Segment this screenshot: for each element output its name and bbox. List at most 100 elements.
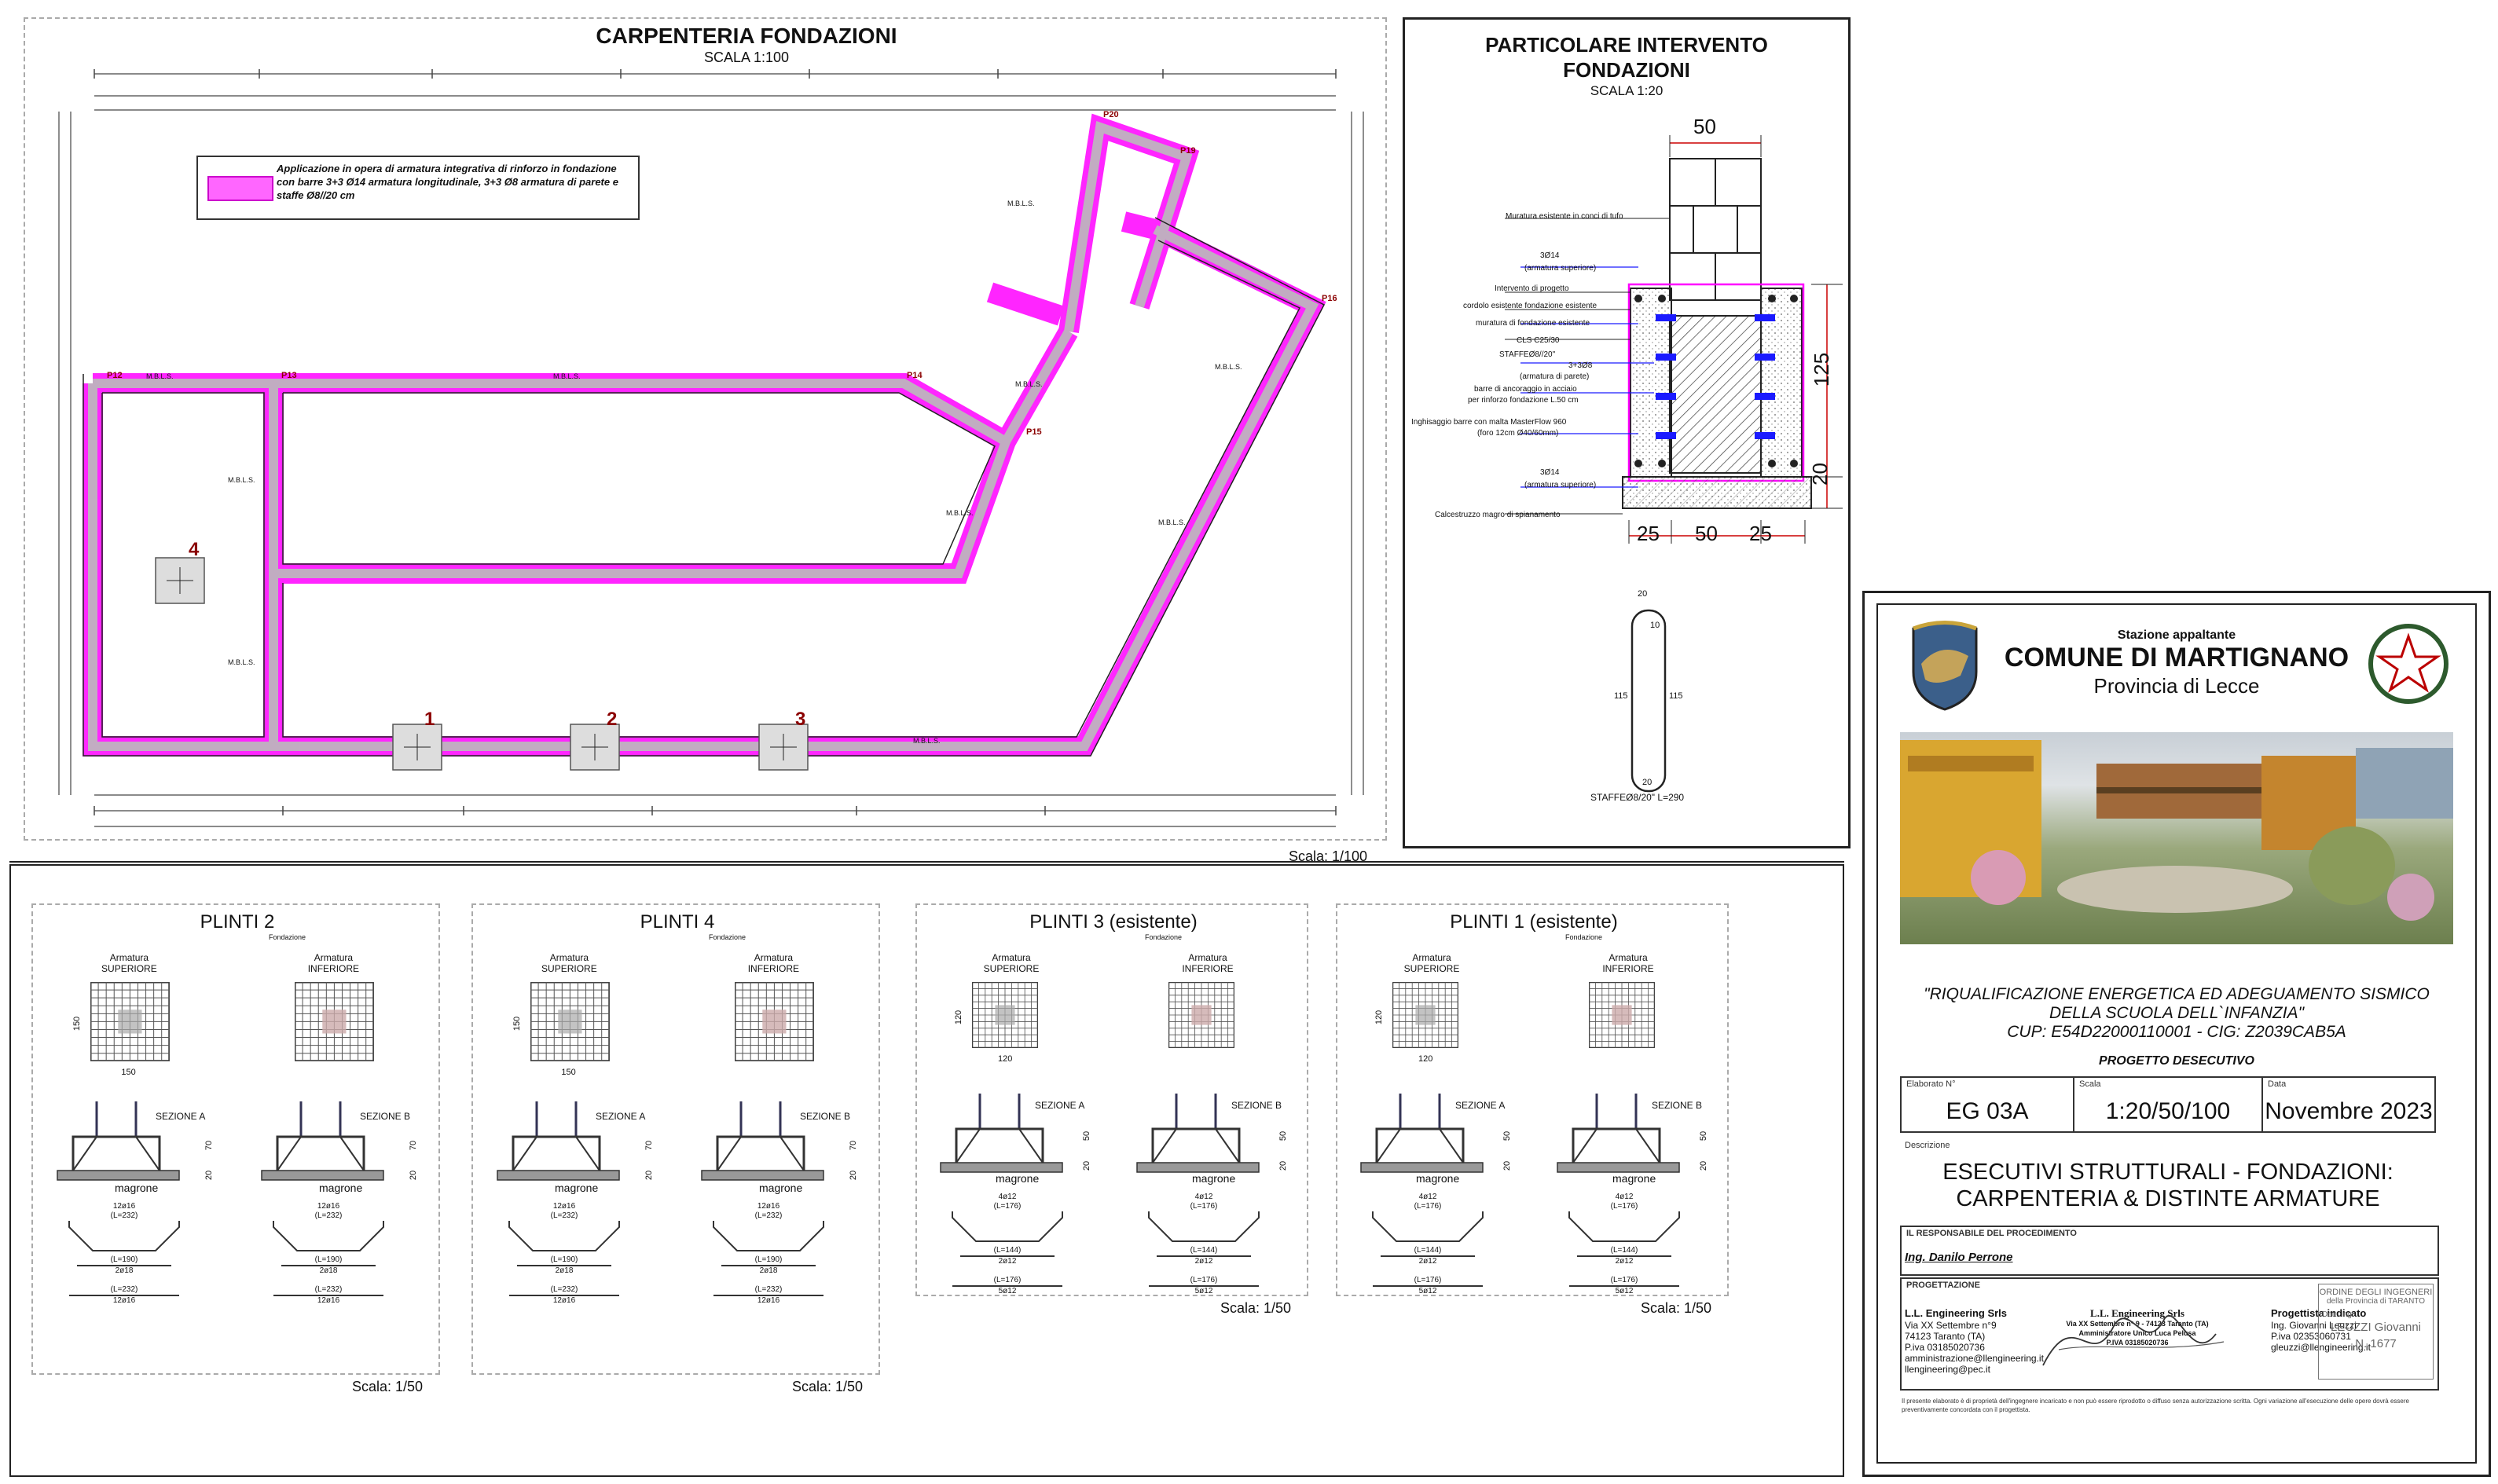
company-line: Via XX Settembre n°9 — [1905, 1320, 1997, 1331]
callout-arm-sup-bot: (armatura superiore) — [1524, 481, 1597, 489]
comune-title: COMUNE DI MARTIGNANO — [2004, 643, 2349, 672]
callout-3o14-bot: 3Ø14 — [1540, 468, 1560, 477]
magrone-label: magrone — [759, 1182, 803, 1194]
stamp-line: Via XX Settembre n° 9 - 74123 Taranto (T… — [2066, 1320, 2209, 1328]
bar-shape — [1372, 1211, 1484, 1242]
bar-shape — [273, 1221, 384, 1251]
bar-schedule: 12ø16 (L=232) (L=190) 2ø18 (L=232) 12ø16 — [53, 1202, 195, 1306]
plinto-scale: Scala: 1/50 — [791, 1379, 863, 1394]
plinto-dim: 150 — [121, 1067, 136, 1077]
beam-label: M.B.L.S. — [1158, 518, 1186, 526]
particolare-scale: SCALA 1:20 — [1590, 83, 1663, 98]
company-line: 74123 Taranto (TA) — [1905, 1331, 1986, 1342]
bar-shape — [1148, 1211, 1260, 1242]
provincia: Provincia di Lecce — [2093, 674, 2260, 698]
section-a-drawing — [940, 1094, 1063, 1173]
bar-shape — [952, 1211, 1063, 1242]
carpenteria-footer-scale: Scala: 1/100 — [1289, 848, 1368, 864]
bar-schedule: 4ø12 (L=176) (L=144) 2ø12 (L=176) 5ø12 — [1133, 1193, 1275, 1296]
magrone-label: magrone — [1612, 1172, 1656, 1185]
plinto-subtitle: Fondazione — [1145, 933, 1183, 941]
plinto-grid-inf — [1168, 982, 1234, 1048]
title-block-inner — [1876, 603, 2477, 1464]
carpenteria-title: CARPENTERIA FONDAZIONI — [596, 24, 897, 48]
magrone-label: magrone — [1416, 1172, 1460, 1185]
beam-label: M.B.L.S. — [228, 658, 255, 666]
particolare-title-1: PARTICOLARE INTERVENTO — [1485, 33, 1768, 57]
stirrup-right: 115 — [1669, 691, 1683, 701]
fine-print: Il presente elaborato è di proprietà del… — [1902, 1398, 2409, 1413]
stamp-company: L.L. Engineering Srls — [2090, 1307, 2184, 1319]
bar-schedule: 4ø12 (L=176) (L=144) 2ø12 (L=176) 5ø12 — [1357, 1193, 1498, 1296]
legend-swatch — [207, 176, 273, 201]
beam-label: M.B.L.S. — [1015, 380, 1043, 388]
plinto-title: PLINTI 3 (esistente) — [1029, 911, 1198, 933]
project-phase: PROGETTO DESECUTIVO — [2099, 1054, 2254, 1068]
project-line-2: DELLA SCUOLA DELL`INFANZIA" — [2049, 1004, 2305, 1022]
bar-shape — [508, 1221, 620, 1251]
side-dim: 20 — [409, 1170, 419, 1181]
section-b-drawing — [1557, 1094, 1680, 1173]
dim-height: 125 — [1810, 352, 1834, 387]
plinto-scale: Scala: 1/50 — [1640, 1300, 1711, 1316]
ordine-stamp: ORDINE DEGLI INGEGNERI della Provincia d… — [2318, 1284, 2434, 1380]
side-dim: 20 — [1502, 1160, 1513, 1171]
stazione-label: Stazione appaltante — [2117, 628, 2236, 642]
particolare-title-2: FONDAZIONI — [1563, 58, 1690, 82]
point-p14: P14 — [907, 371, 923, 380]
divider-line — [9, 861, 1844, 863]
carpenteria-scale: SCALA 1:100 — [703, 49, 790, 65]
beam-label: M.B.L.S. — [1215, 363, 1242, 371]
section-a-label: SEZIONE A — [1035, 1100, 1085, 1111]
callout-barre-rinf: per rinforzo fondazione L.50 cm — [1468, 396, 1579, 405]
callout-muratura-fond: muratura di fondazione esistente — [1476, 319, 1590, 328]
stamp-line: Amministratore Unico Luca Pelusa — [2078, 1329, 2196, 1337]
bar-schedule: 12ø16 (L=232) (L=190) 2ø18 (L=232) 12ø16 — [258, 1202, 399, 1306]
comune-coat-of-arms — [1912, 621, 1978, 711]
ordine-line: ORDINE DEGLI INGEGNERI — [2319, 1288, 2433, 1297]
side-dim: 50 — [1278, 1130, 1289, 1141]
plinto-grid-inf — [1589, 982, 1655, 1048]
plinto-grid-sup — [90, 982, 170, 1061]
plinth-label-3: 3 — [795, 709, 806, 730]
progettista-line: gleuzzi@llengineering.it — [2271, 1342, 2371, 1353]
plinto-grid-sup — [1392, 982, 1458, 1048]
side-dim: 50 — [1082, 1130, 1092, 1141]
plinto-dim-side: 150 — [512, 1016, 522, 1031]
beam-label: M.B.L.S. — [228, 476, 255, 484]
beam-label: M.B.L.S. — [553, 372, 581, 380]
project-line-1: "RIQUALIFICAZIONE ENERGETICA ED ADEGUAME… — [1924, 985, 2430, 1003]
side-dim: 20 — [204, 1170, 215, 1181]
bar-schedule: 4ø12 (L=176) (L=144) 2ø12 (L=176) 5ø12 — [1553, 1193, 1695, 1296]
plinto-dim-side: 150 — [72, 1016, 82, 1031]
plinto-subtitle: Fondazione — [1565, 933, 1603, 941]
section-a-drawing — [497, 1101, 620, 1181]
plinto-title: PLINTI 1 (esistente) — [1450, 911, 1618, 933]
plinth-label-2: 2 — [607, 709, 618, 730]
cell-scala: Scala 1:20/50/100 — [2073, 1076, 2263, 1133]
point-p16: P16 — [1322, 294, 1337, 303]
point-p19: P19 — [1180, 146, 1196, 156]
plinto-dim: 150 — [561, 1067, 576, 1077]
plinto-subtitle: Fondazione — [709, 933, 746, 941]
beam-label: M.B.L.S. — [1007, 200, 1035, 207]
stirrup-left: 115 — [1614, 691, 1628, 701]
bar-schedule: 12ø16 (L=232) (L=190) 2ø18 (L=232) 12ø16 — [698, 1202, 839, 1306]
rup-box: IL RESPONSABILE DEL PROCEDIMENTO Ing. Da… — [1900, 1226, 2439, 1276]
company-line: P.iva 03185020736 — [1905, 1342, 1985, 1353]
section-a-label: SEZIONE A — [1455, 1100, 1506, 1111]
title-block — [1862, 591, 2491, 1477]
dim-base: 20 — [1807, 463, 1832, 486]
magrone-label: magrone — [996, 1172, 1040, 1185]
plinto-grid-sup — [972, 982, 1038, 1048]
bar-shape — [1568, 1211, 1680, 1242]
bar-schedule: 4ø12 (L=176) (L=144) 2ø12 (L=176) 5ø12 — [937, 1193, 1078, 1296]
data-label: Data — [2268, 1079, 2287, 1089]
plinti-outer-frame — [9, 864, 1844, 1477]
section-b-drawing — [261, 1101, 384, 1181]
